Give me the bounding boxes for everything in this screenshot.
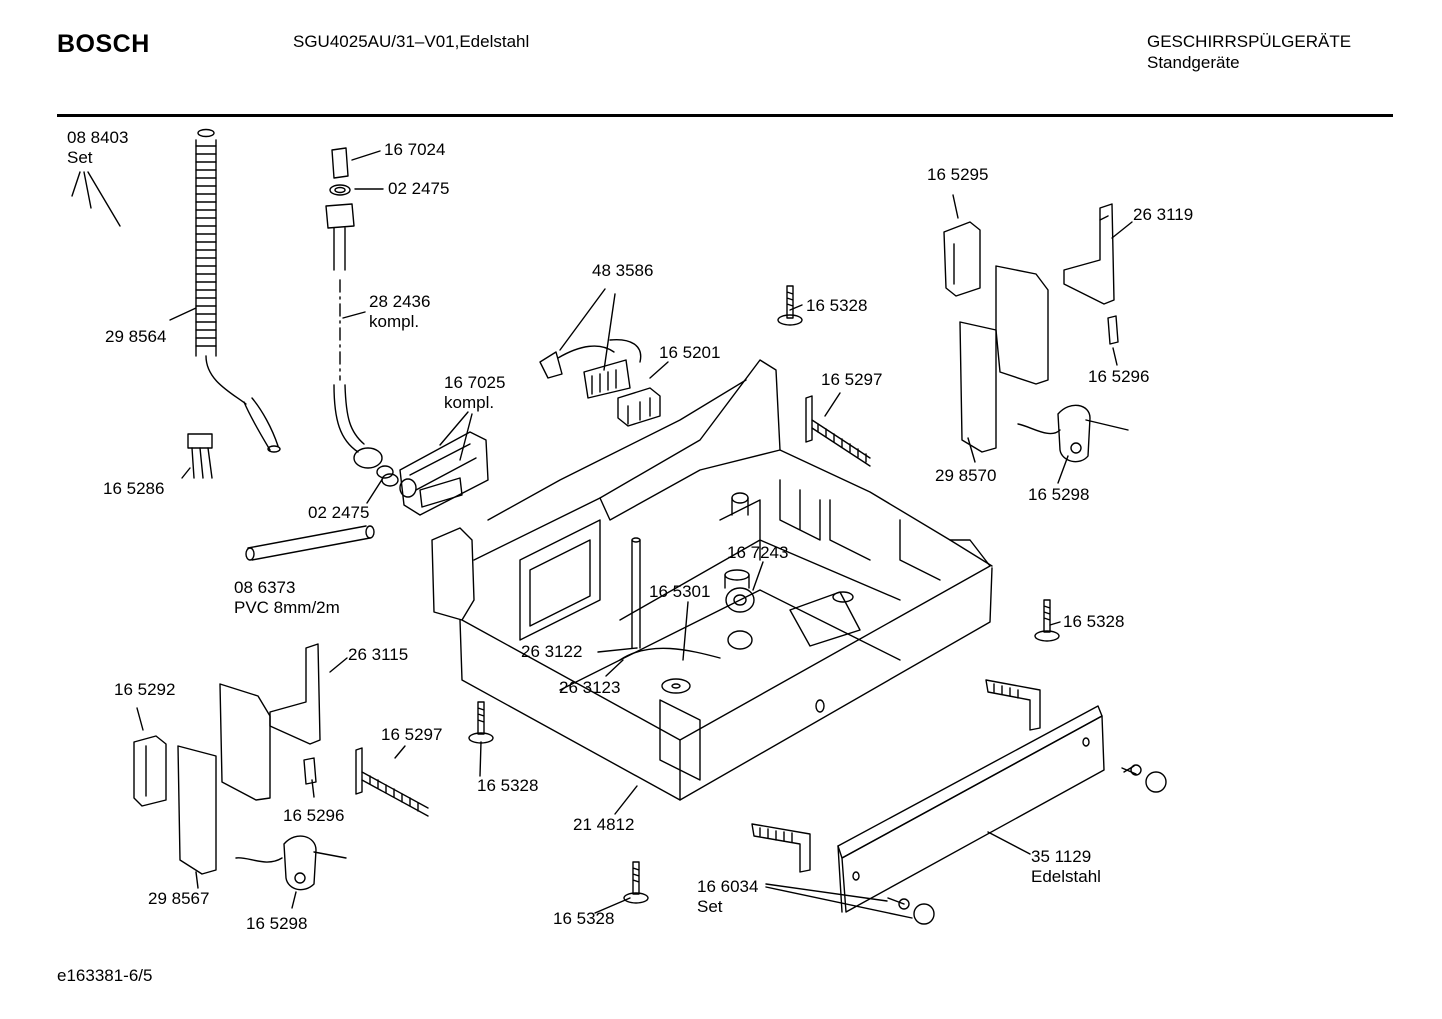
right-bracket-group (943, 203, 1129, 463)
part-label-263122: 26 3122 (521, 642, 582, 662)
part-number: 16 5201 (659, 343, 721, 362)
part-label-298570: 29 8570 (935, 466, 996, 486)
part-number: 16 5296 (283, 806, 345, 825)
part-number: 16 7024 (384, 140, 446, 159)
part-number: 26 3119 (1133, 205, 1194, 224)
part-label-263123: 26 3123 (559, 678, 620, 698)
part-label-298567: 29 8567 (148, 889, 209, 909)
subcategory-title: Standgeräte (1147, 53, 1240, 72)
pvc-tube (245, 525, 375, 561)
part-label-022475-bot: 02 2475 (308, 503, 369, 523)
leader-lines (71, 150, 1133, 919)
part-number: 16 5301 (649, 582, 711, 601)
water-valve (399, 431, 489, 516)
part-number: 16 7243 (727, 543, 789, 562)
drain-hose (195, 128, 281, 453)
part-label-165328-a: 16 5328 (806, 296, 867, 316)
part-number: 02 2475 (308, 503, 370, 522)
hose-clip (187, 433, 213, 479)
part-number: 16 5297 (381, 725, 443, 744)
part-number: 08 8403 (67, 128, 129, 147)
part-number: 21 4812 (573, 815, 635, 834)
part-label-167024: 16 7024 (384, 140, 445, 160)
part-label-165328-d: 16 5328 (553, 909, 614, 929)
part-number: 29 8570 (935, 466, 997, 485)
part-number: 16 5297 (821, 370, 883, 389)
part-label-165298-a: 16 5298 (1028, 485, 1089, 505)
diagram-code: e163381-6/5 (57, 966, 153, 985)
part-label-214812: 21 4812 (573, 815, 634, 835)
part-label-263115: 26 3115 (348, 645, 408, 665)
part-label-165295: 16 5295 (927, 165, 988, 185)
part-number: 29 8567 (148, 889, 210, 908)
part-number: 16 5295 (927, 165, 989, 184)
part-label-165201: 16 5201 (659, 343, 720, 363)
part-label-165297-b: 16 5297 (381, 725, 442, 745)
part-note: kompl. (369, 312, 420, 331)
part-label-165286: 16 5286 (103, 479, 164, 499)
part-label-165296-a: 16 5296 (1088, 367, 1149, 387)
part-label-165298-b: 16 5298 (246, 914, 307, 934)
part-label-483586: 48 3586 (592, 261, 653, 281)
left-bracket-group (133, 643, 347, 891)
hose-clamp (381, 473, 399, 487)
part-note: PVC 8mm/2m (234, 598, 340, 617)
part-number: 16 5328 (1063, 612, 1125, 631)
part-number: 35 1129 (1031, 847, 1092, 866)
model-title: SGU4025AU/31–V01,Edelstahl (293, 32, 530, 51)
caps-and-screws (887, 764, 1167, 925)
springs (355, 395, 871, 817)
brand-logo: BOSCH (57, 30, 150, 58)
header-rule (57, 114, 1393, 117)
foot-screws (468, 285, 1060, 904)
part-label-165297-a: 16 5297 (821, 370, 882, 390)
part-number: 16 5296 (1088, 367, 1150, 386)
part-number: 02 2475 (388, 179, 450, 198)
mounting-rails (751, 679, 1041, 873)
part-note: Set (697, 897, 723, 916)
cable-harness (539, 338, 642, 399)
part-number: 26 3123 (559, 678, 621, 697)
part-label-167243: 16 7243 (727, 543, 788, 563)
part-label-165292: 16 5292 (114, 680, 175, 700)
front-panel (837, 705, 1105, 913)
part-number: 16 5292 (114, 680, 176, 699)
part-note: Edelstahl (1031, 867, 1101, 886)
part-number: 48 3586 (592, 261, 654, 280)
base-tub (431, 359, 993, 801)
part-number: 16 5298 (246, 914, 308, 933)
part-label-165328-c: 16 5328 (477, 776, 538, 796)
category-title: GESCHIRRSPÜLGERÄTE (1147, 32, 1352, 51)
part-note: kompl. (444, 393, 495, 412)
part-note: Set (67, 148, 93, 167)
part-number: 16 5286 (103, 479, 165, 498)
part-number: 28 2436 (369, 292, 431, 311)
part-label-298564: 29 8564 (105, 327, 166, 347)
part-number: 16 7025 (444, 373, 506, 392)
part-number: 16 5328 (806, 296, 868, 315)
part-label-165296-b: 16 5296 (283, 806, 344, 826)
part-number: 16 6034 (697, 877, 759, 896)
part-label-165328-b: 16 5328 (1063, 612, 1124, 632)
part-number: 29 8564 (105, 327, 167, 346)
connector (617, 387, 661, 427)
part-number: 26 3122 (521, 642, 583, 661)
part-label-022475-top: 02 2475 (388, 179, 449, 199)
part-number: 26 3115 (348, 645, 409, 664)
part-number: 16 5298 (1028, 485, 1090, 504)
part-label-263119: 26 3119 (1133, 205, 1193, 225)
part-number: 16 5328 (553, 909, 615, 928)
inlet-hose (325, 147, 394, 479)
part-number: 16 5328 (477, 776, 539, 795)
part-number: 08 6373 (234, 578, 296, 597)
part-label-165301: 16 5301 (649, 582, 710, 602)
